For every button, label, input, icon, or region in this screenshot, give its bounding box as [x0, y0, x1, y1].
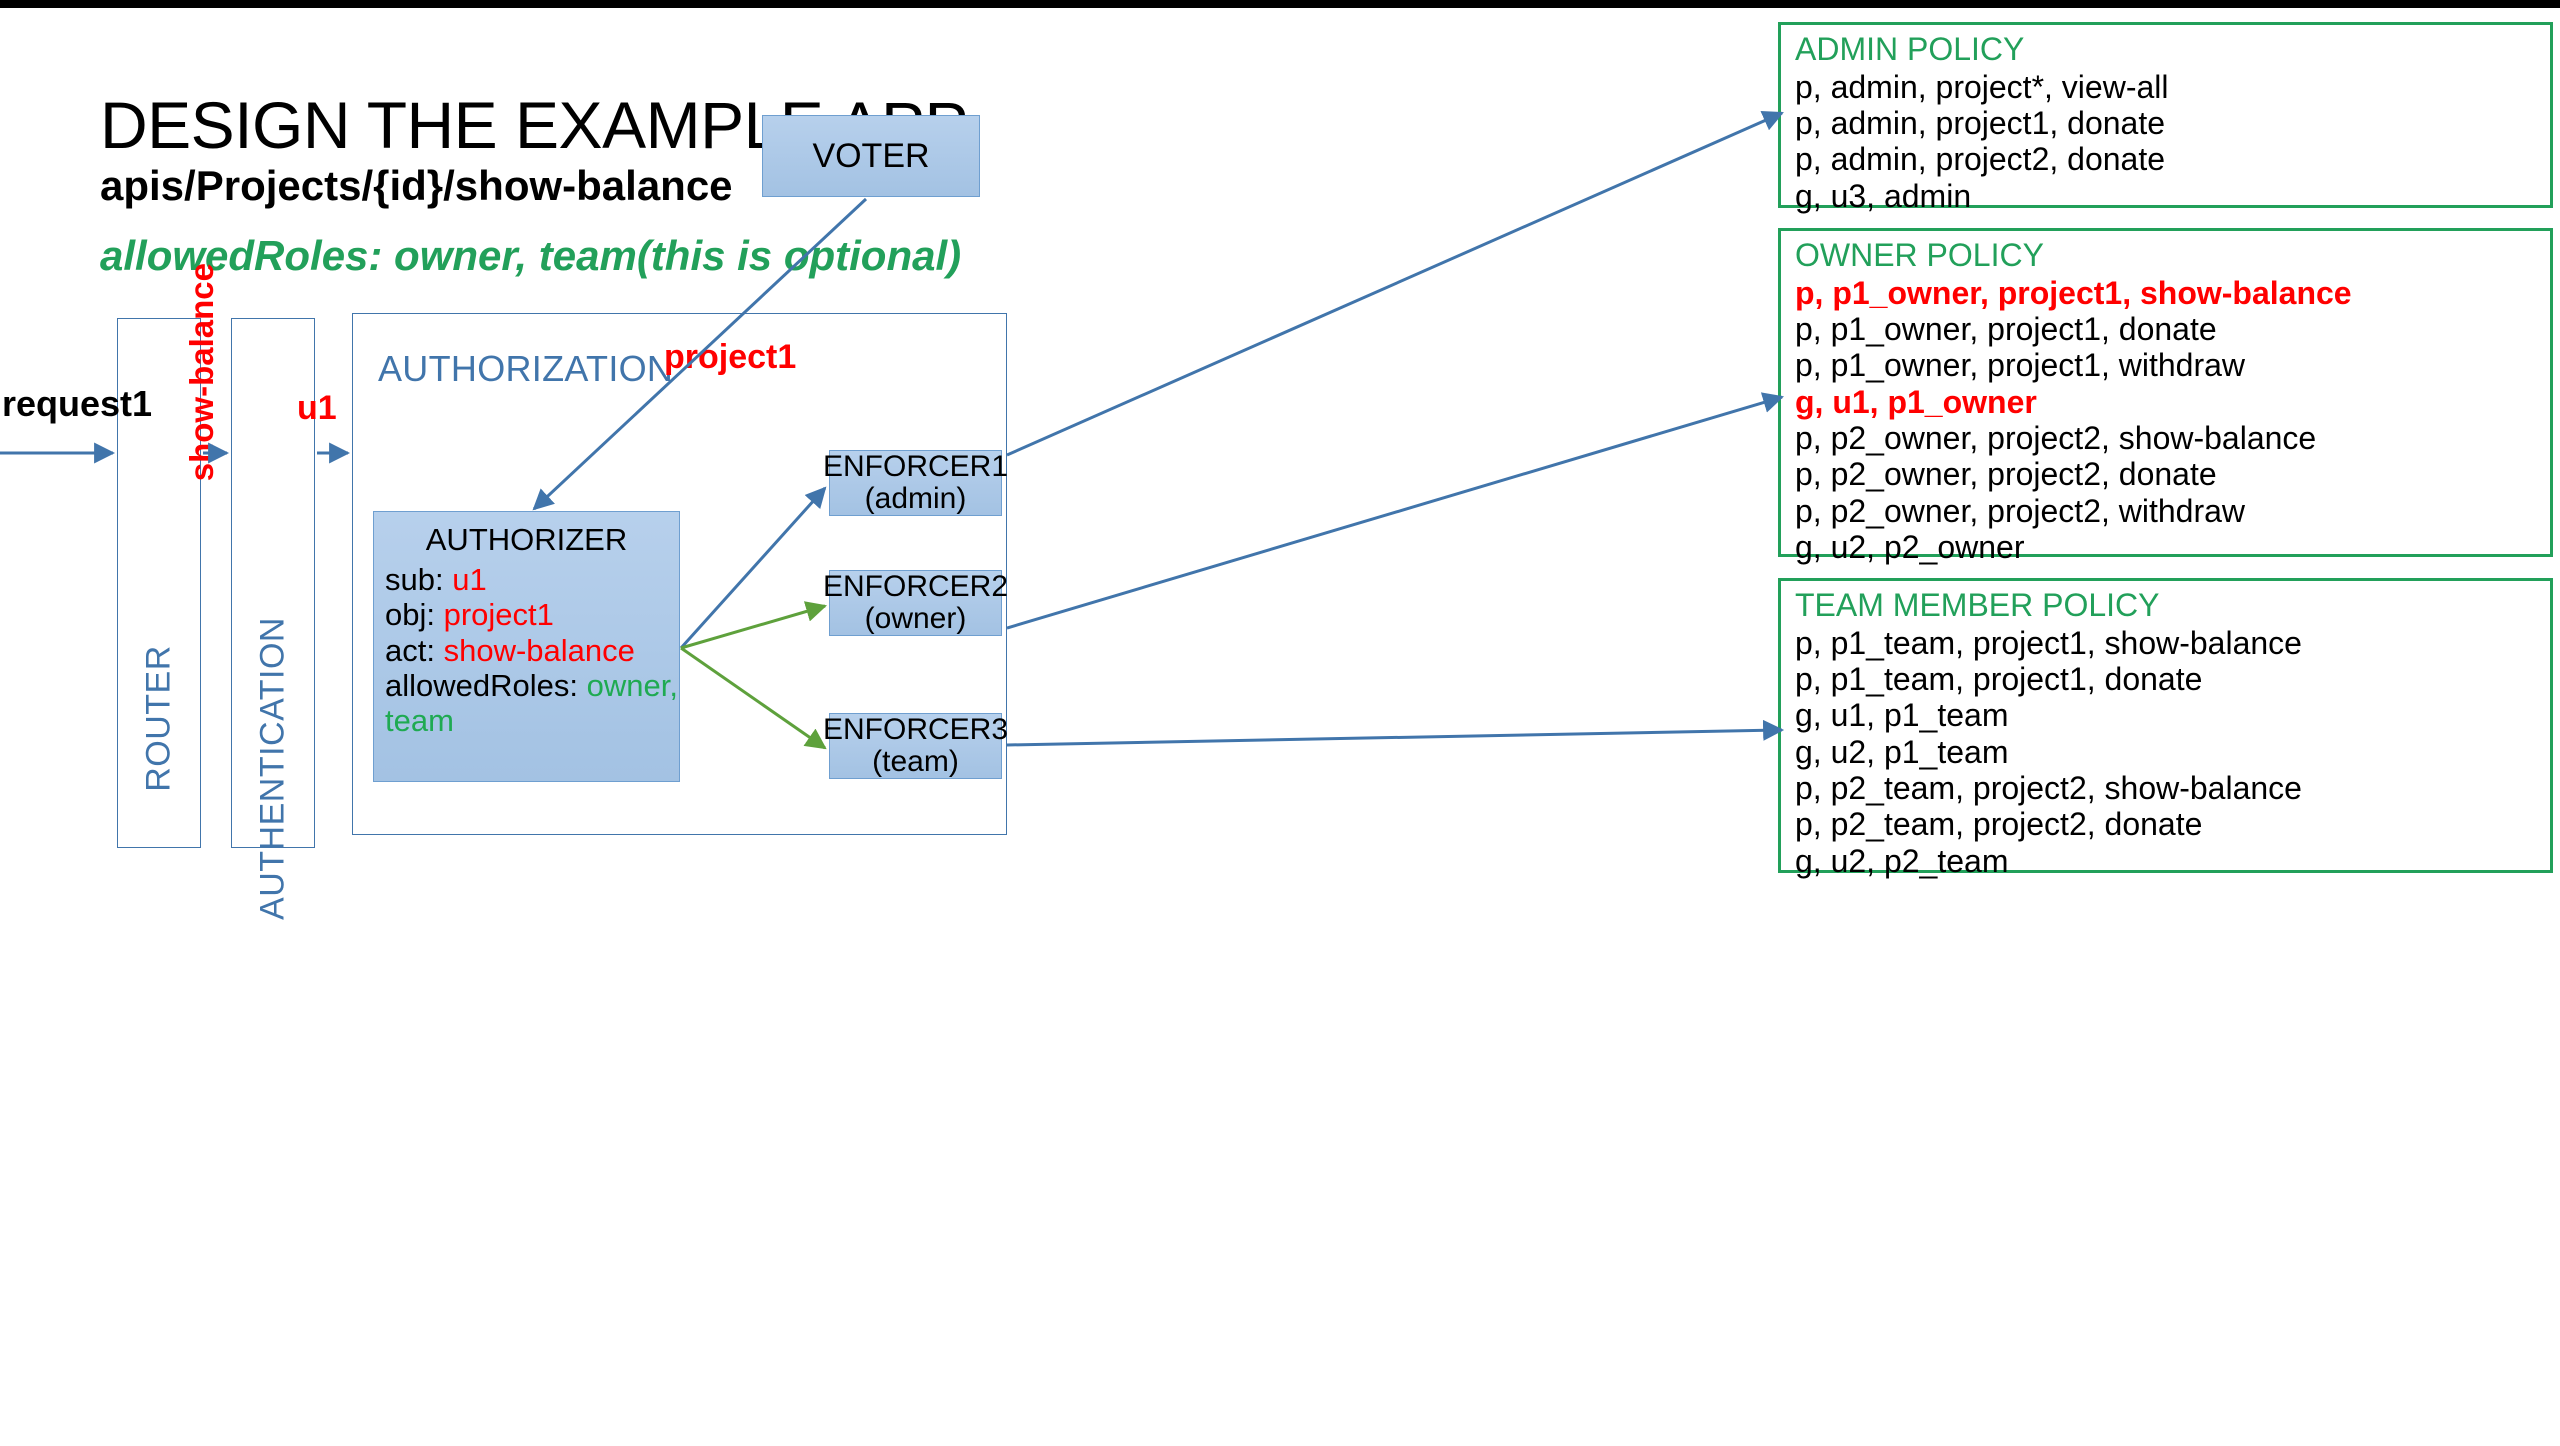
authorizer-field-allowedroles-cont: team: [374, 703, 679, 738]
authorizer-field-sub: sub: u1: [374, 562, 679, 597]
policy-line: p, p1_team, project1, donate: [1795, 661, 2203, 698]
enforcer2-name: ENFORCER2: [822, 569, 1009, 603]
team-member-policy-box: TEAM MEMBER POLICY p, p1_team, project1,…: [1778, 578, 2553, 879]
team-member-policy-title: TEAM MEMBER POLICY: [1795, 587, 2160, 623]
authorizer-field-allowedroles-key: allowedRoles:: [385, 667, 587, 703]
voter-label: VOTER: [812, 136, 930, 175]
authorizer-field-obj: obj: project1: [374, 597, 679, 632]
policy-line: g, u1, p1_owner: [1795, 383, 2037, 420]
enforcer2-box: ENFORCER2 (owner): [823, 570, 1008, 636]
show-balance-label: show-balance: [183, 263, 220, 482]
enforcer2-role: (owner): [864, 602, 967, 635]
authorizer-title: AUTHORIZER: [425, 522, 628, 557]
enforcer3-role: (team): [872, 745, 959, 778]
authorizer-field-sub-value: u1: [452, 562, 487, 597]
owner-policy-box: OWNER POLICY p, p1_owner, project1, show…: [1778, 228, 2553, 565]
authorizer-field-act-key: act:: [385, 632, 444, 668]
policy-line: p, p2_team, project2, donate: [1795, 806, 2203, 843]
policy-line: p, p1_owner, project1, donate: [1795, 311, 2217, 348]
enforcer3-box: ENFORCER3 (team): [823, 713, 1008, 779]
authorizer-field-act: act: show-balance: [374, 633, 679, 668]
voter-box: VOTER: [762, 115, 980, 197]
policy-line: p, p1_owner, project1, withdraw: [1795, 347, 2246, 384]
enforcer3-name: ENFORCER3: [822, 712, 1009, 746]
router-label: ROUTER: [139, 645, 178, 792]
project1-label: project1: [664, 338, 797, 376]
policy-line: p, p1_owner, project1, show-balance: [1795, 274, 2352, 311]
policy-line: p, admin, project1, donate: [1795, 105, 2166, 142]
policy-line: p, admin, project*, view-all: [1795, 68, 2169, 105]
allowed-roles-note: allowedRoles: owner, team(this is option…: [100, 232, 962, 280]
policy-line: p, p2_owner, project2, donate: [1795, 456, 2217, 493]
enforcer1-role: (admin): [864, 482, 967, 515]
u1-label: u1: [297, 389, 337, 427]
owner-policy-title: OWNER POLICY: [1795, 237, 2044, 273]
arrow-enforcer3-to-team-policy: [1006, 719, 1785, 747]
policy-line: p, p2_owner, project2, show-balance: [1795, 420, 2317, 456]
top-black-bar: [0, 0, 2560, 8]
authorizer-field-obj-value: project1: [443, 597, 554, 633]
authorization-label: AUTHORIZATION: [378, 348, 674, 389]
authentication-box: AUTHENTICATION: [231, 318, 315, 920]
authorizer-field-obj-key: obj:: [385, 597, 444, 633]
authorizer-field-allowedroles-value: owner,: [586, 667, 678, 703]
authorizer-field-allowedroles: allowedRoles: owner,: [374, 668, 679, 703]
policy-line: p, admin, project2, donate: [1795, 141, 2166, 178]
enforcer1-box: ENFORCER1 (admin): [823, 450, 1008, 516]
authorizer-field-sub-key: sub:: [385, 562, 453, 597]
authorizer-field-act-value: show-balance: [443, 632, 635, 668]
page-title: DESIGN THE EXAMPLE APP: [100, 88, 969, 162]
policy-line: p, p1_team, project1, show-balance: [1795, 624, 2302, 661]
policy-line: g, u3, admin: [1795, 177, 1972, 214]
policy-line: p, p2_owner, project2, withdraw: [1795, 492, 2246, 529]
request1-label: request1: [2, 383, 153, 424]
api-path-label: apis/Projects/{id}/show-balance: [100, 162, 733, 209]
arrow-enforcer2-to-owner-policy: [1006, 392, 1785, 630]
policy-line: g, u1, p1_team: [1795, 697, 2009, 734]
admin-policy-box: ADMIN POLICY p, admin, project*, view-al…: [1778, 22, 2553, 214]
policy-line: g, u2, p1_team: [1795, 733, 2009, 770]
authorizer-field-allowedroles-value2: team: [385, 703, 454, 739]
title-block: DESIGN THE EXAMPLE APP apis/Projects/{id…: [100, 92, 1350, 281]
policy-line: g, u2, p2_owner: [1795, 528, 2025, 565]
enforcer1-name: ENFORCER1: [822, 449, 1009, 483]
authentication-label: AUTHENTICATION: [253, 617, 292, 920]
policy-line: p, p2_team, project2, show-balance: [1795, 770, 2302, 806]
admin-policy-title: ADMIN POLICY: [1795, 31, 2025, 67]
router-box: ROUTER: [117, 318, 201, 848]
policy-line: g, u2, p2_team: [1795, 842, 2009, 879]
authorizer-box: AUTHORIZER sub: u1 obj: project1 act: sh…: [373, 511, 680, 782]
